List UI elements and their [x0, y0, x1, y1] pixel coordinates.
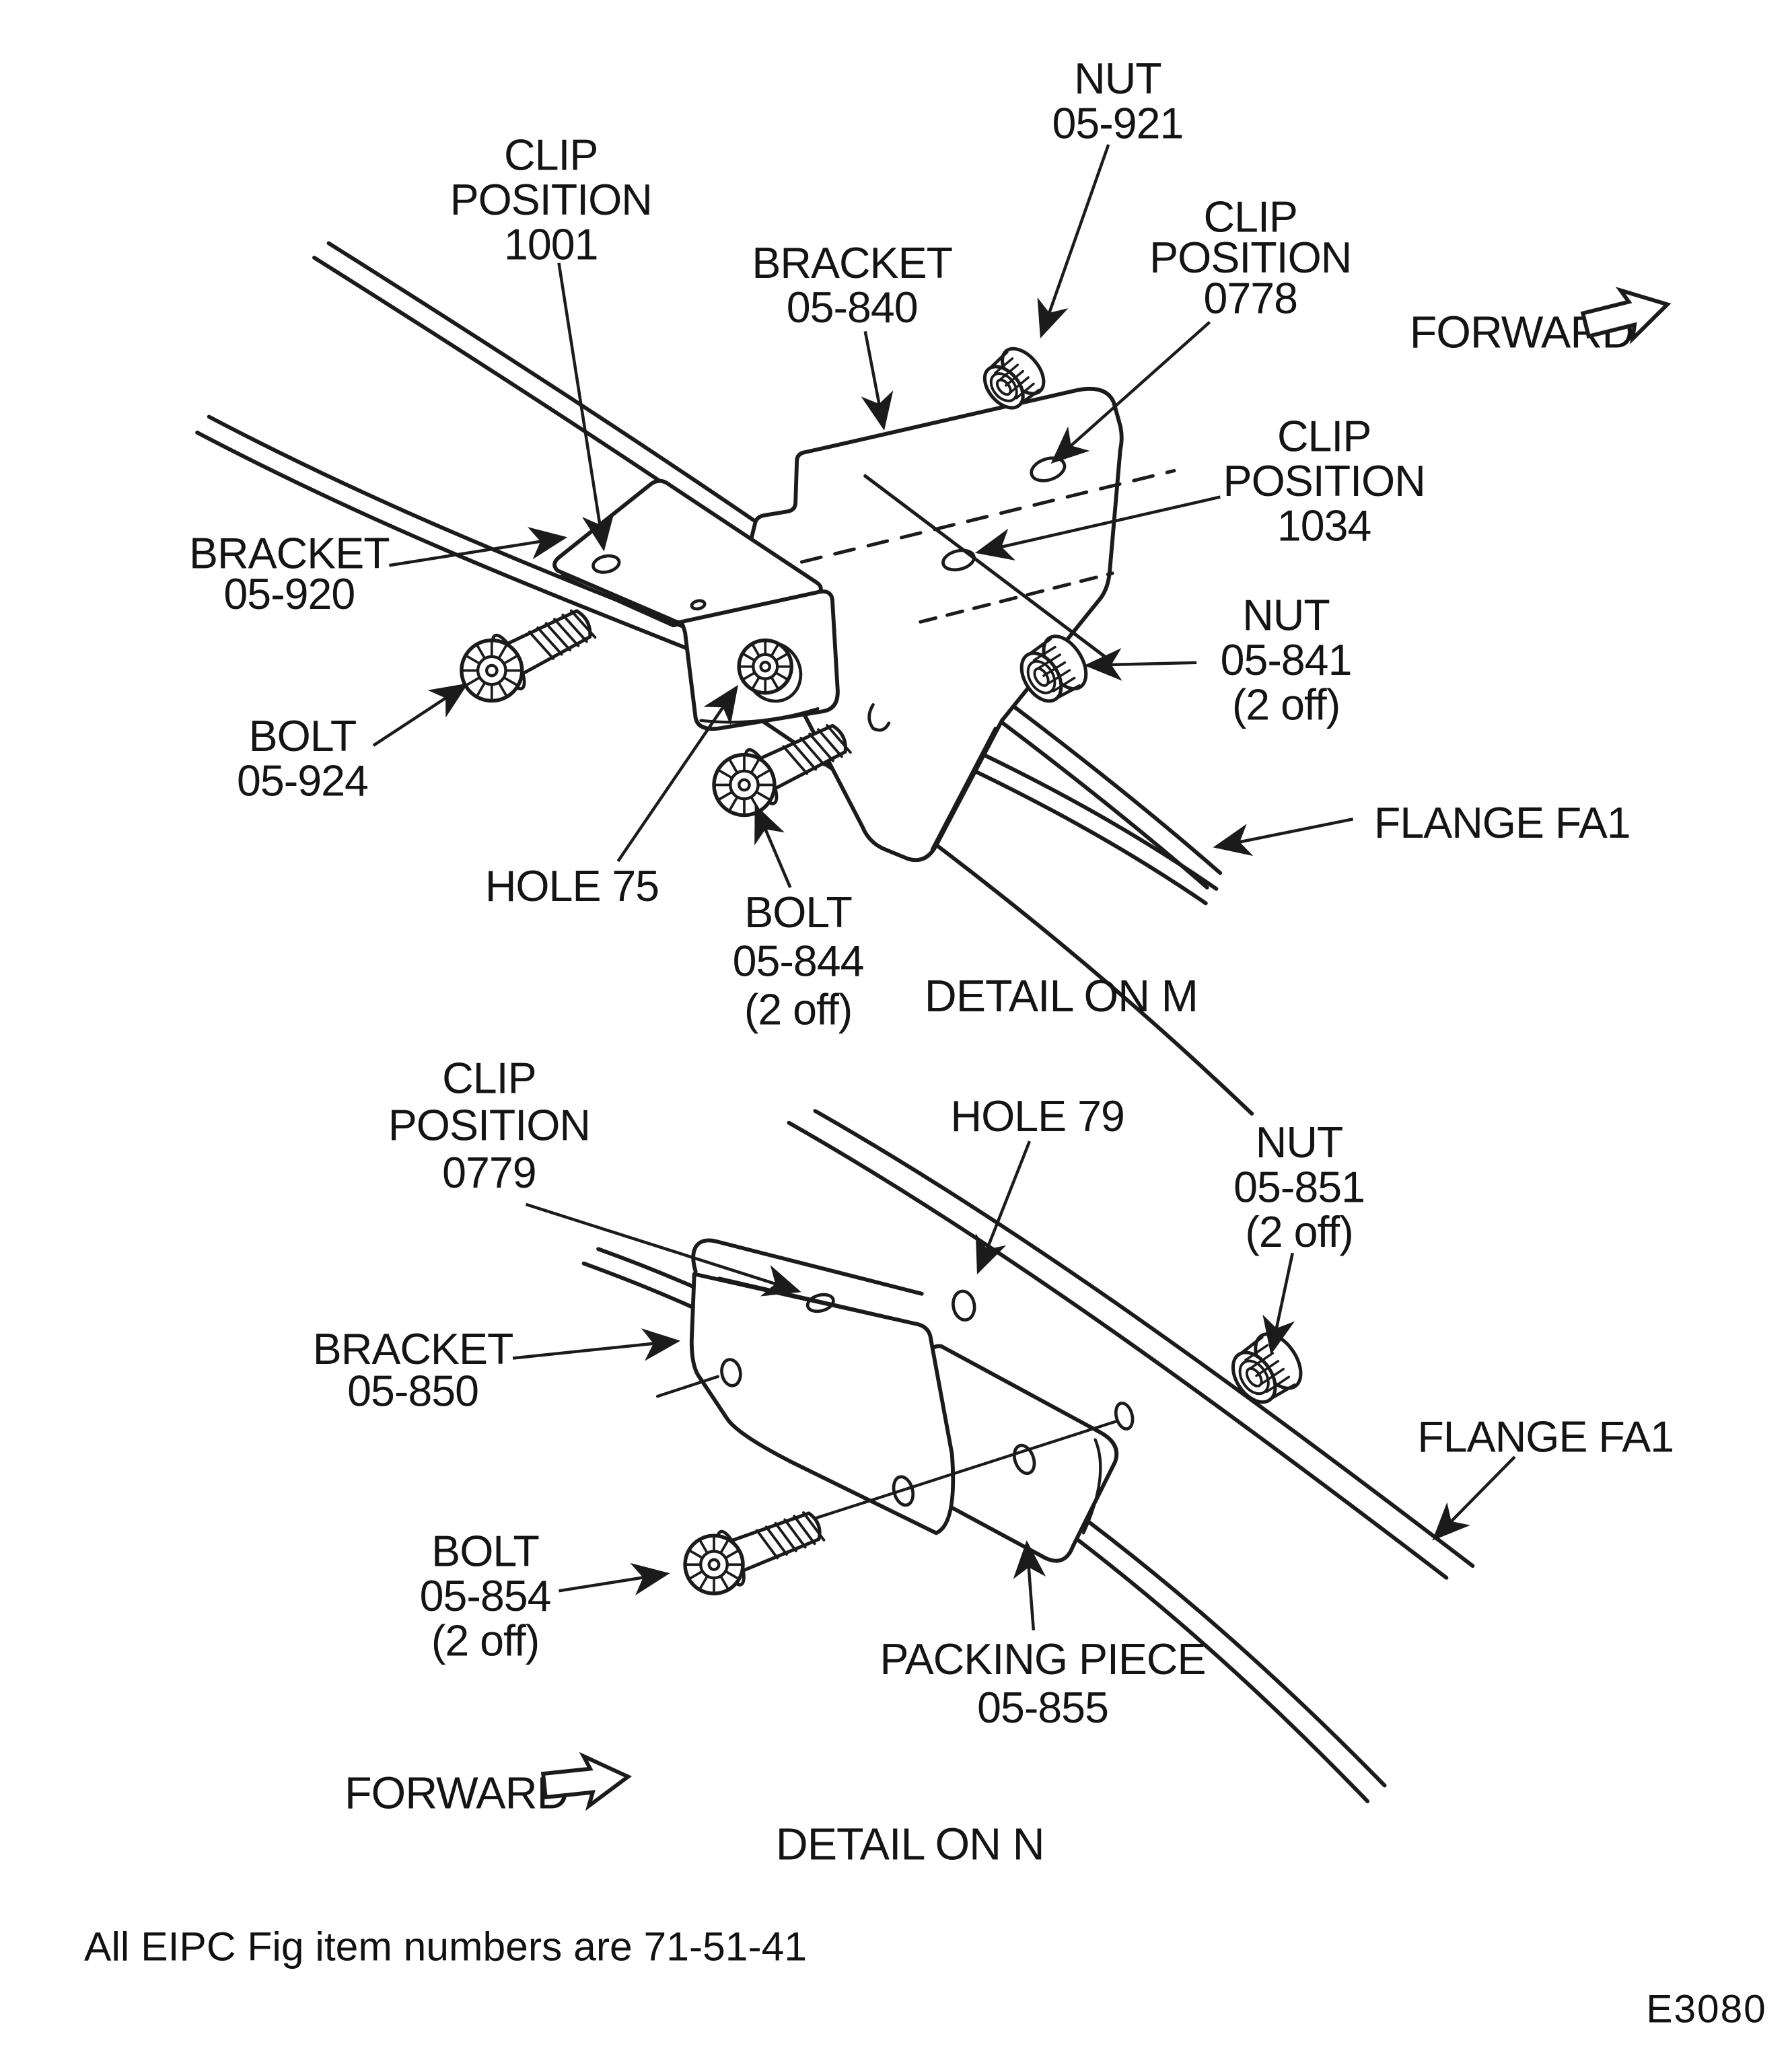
- hole: [1114, 1401, 1135, 1431]
- bracket-05-850-shape: [689, 1238, 956, 1535]
- caption-detail-on-n: DETAIL ON N: [776, 1819, 1044, 1869]
- forward-arrow-icon-m: [1580, 287, 1672, 345]
- hole: [952, 1289, 976, 1322]
- leader-n_flange: [1432, 1455, 1516, 1541]
- leader-m_bracket840: [861, 330, 894, 431]
- leader-m_bolt924: [372, 683, 468, 747]
- bolt-05-924: [460, 609, 597, 703]
- label-forward-n: FORWARD: [345, 1768, 569, 1818]
- leader-m_clip0778: [1050, 321, 1211, 464]
- hole: [1013, 1443, 1036, 1476]
- bolt-05-844: [712, 723, 852, 818]
- leader-m_nut921: [1037, 144, 1110, 338]
- label-m-flange: FLANGE FA1: [1374, 799, 1630, 847]
- hole: [690, 599, 707, 611]
- hole: [592, 554, 621, 574]
- parts-detail-m: [460, 347, 1176, 863]
- hole: [720, 1358, 742, 1387]
- hole: [805, 1293, 835, 1313]
- nut-05-921: [982, 347, 1046, 410]
- figure-code: E3080: [1646, 1988, 1767, 2031]
- label-m-hole75: HOLE 75: [485, 862, 659, 910]
- label-n-hole79: HOLE 79: [951, 1092, 1124, 1141]
- leader-m_hole75: [616, 684, 738, 863]
- leader-n_clip0779: [525, 1202, 801, 1297]
- nut-05-841: [1019, 635, 1088, 703]
- leader-m_flange: [1213, 818, 1354, 857]
- nut-05-851: [1231, 1332, 1303, 1404]
- forward-arrow-icon-n: [540, 1751, 633, 1811]
- bolt-05-854: [683, 1511, 826, 1595]
- parts-detail-n: [655, 1238, 1303, 1595]
- hole: [941, 548, 976, 572]
- leader-n_hole79: [975, 1141, 1032, 1275]
- nut-05-841-installed: [737, 638, 803, 703]
- leader-n_nut851: [1262, 1252, 1295, 1355]
- caption-detail-on-m: DETAIL ON M: [925, 972, 1198, 1021]
- leader-m_bracket920: [389, 527, 568, 567]
- leader-m_bolt844: [754, 804, 792, 888]
- label-n-flange: FLANGE FA1: [1417, 1413, 1674, 1461]
- leader-m_clip1034: [975, 495, 1221, 561]
- hole: [1030, 456, 1067, 482]
- leader-m_clip1001: [557, 262, 615, 552]
- footer-note: All EIPC Fig item numbers are 71-51-41: [84, 1923, 808, 1970]
- leader-n_bracket850: [512, 1328, 681, 1361]
- leader-n_packing: [1013, 1540, 1046, 1631]
- leader-lines: [372, 144, 1516, 1631]
- leader-n_bolt854: [559, 1562, 670, 1595]
- leader-m_nut841: [1084, 648, 1197, 681]
